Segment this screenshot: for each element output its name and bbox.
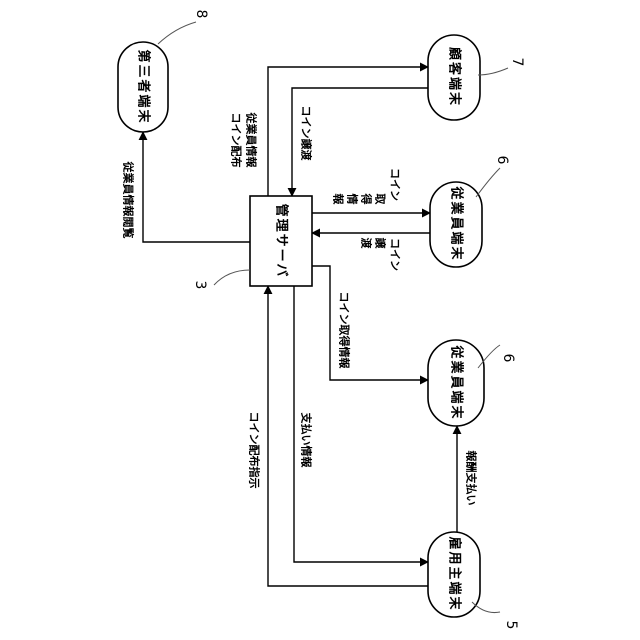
label-payment-info: 支払い情報 xyxy=(300,412,314,469)
edge-labels: 従業員情報閲覧 従業員情報 コイン配布 コイン譲渡 コイン 取 得 情 報 コイ… xyxy=(122,106,479,506)
label-coin-acquisition-info-bottom: コイン取得情報 xyxy=(338,292,352,370)
ref-8: 8 xyxy=(193,10,209,19)
label-coin-distribution: コイン配布 xyxy=(230,113,244,168)
label-coin-acq-top-char2: 得 xyxy=(360,193,374,205)
employee-terminal-top-label: 従業員端末 xyxy=(449,185,465,261)
customer-terminal-label: 顧客端末 xyxy=(447,47,463,107)
third-party-terminal-label: 第三者端末 xyxy=(136,49,152,124)
leader-ref-3 xyxy=(214,270,250,285)
ref-3: 3 xyxy=(192,281,208,290)
employee-terminal-bottom-label: 従業員端末 xyxy=(449,344,465,420)
label-employee-info-viewing: 従業員情報閲覧 xyxy=(122,161,136,239)
leader-ref-6-top xyxy=(476,168,500,197)
third-party-terminal-node: 第三者端末 xyxy=(118,42,168,132)
ref-6-top: 6 xyxy=(494,156,510,165)
employer-terminal-node: 雇用主端末 xyxy=(428,532,480,617)
edge-server-to-employer xyxy=(294,286,428,562)
management-server-label: 管理サーバ xyxy=(274,204,290,279)
employee-terminal-bottom-node: 従業員端末 xyxy=(428,340,484,426)
employee-terminal-top-node: 従業員端末 xyxy=(430,182,482,267)
employer-terminal-label: 雇用主端末 xyxy=(447,536,463,611)
label-coin-acq-top-char1: 取 xyxy=(374,194,387,205)
leader-ref-8 xyxy=(158,22,196,44)
edge-server-to-employee-bottom xyxy=(312,266,428,380)
label-remuneration-payment: 報酬支払い xyxy=(465,451,479,506)
label-coin-acq-top-char4: 報 xyxy=(332,194,346,206)
label-coin-transfer-char2: 渡 xyxy=(360,238,374,250)
label-coin-distribution-instruction: コイン配布指示 xyxy=(248,412,262,489)
ref-5: 5 xyxy=(503,621,519,630)
label-coin-transfer-to-server: コイン譲渡 xyxy=(300,106,314,162)
management-server-node: 管理サーバ xyxy=(250,196,312,286)
ref-6-bottom: 6 xyxy=(500,354,516,363)
customer-terminal-node: 顧客端末 xyxy=(428,35,480,120)
label-coin-transfer-coin: コイン xyxy=(389,238,402,271)
label-employee-info: 従業員情報 xyxy=(245,112,259,169)
leader-ref-7 xyxy=(478,68,508,75)
ref-7: 7 xyxy=(509,58,525,67)
label-coin-acq-top-coin: コイン xyxy=(389,168,402,201)
label-coin-acq-top-char3: 情 xyxy=(346,194,360,205)
label-coin-transfer-char1: 譲 xyxy=(374,238,388,250)
